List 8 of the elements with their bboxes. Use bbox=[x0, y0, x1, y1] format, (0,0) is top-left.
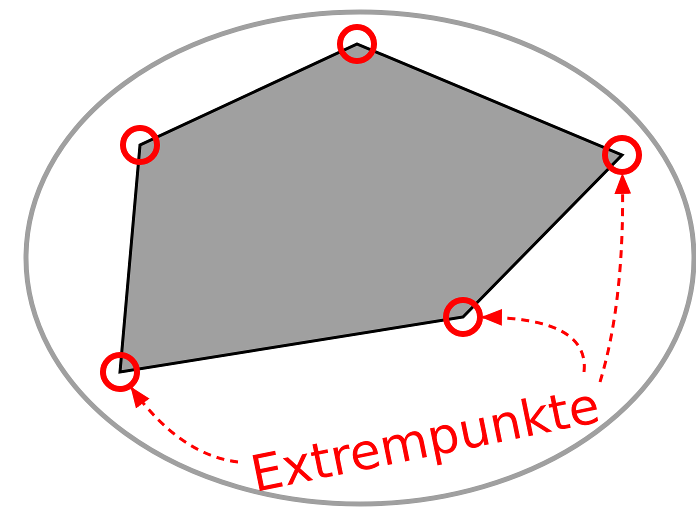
vertex-marker bbox=[602, 135, 642, 175]
vertex-marker bbox=[337, 24, 377, 64]
vertex-marker bbox=[120, 125, 160, 165]
arrow bbox=[598, 172, 632, 382]
arrow bbox=[480, 309, 586, 372]
vertex-marker bbox=[443, 297, 483, 337]
vertex-marker bbox=[100, 352, 140, 392]
arrow bbox=[130, 386, 238, 464]
